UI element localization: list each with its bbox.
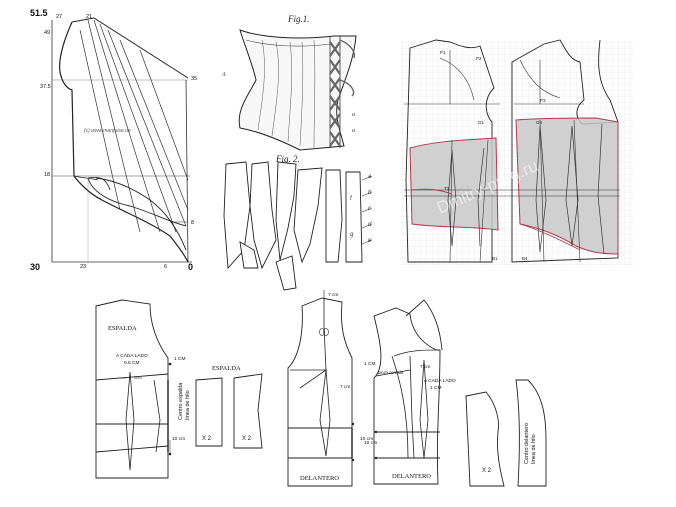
centro-delantero-1: Centro delantero (524, 423, 530, 464)
label-g1: G1 (478, 120, 485, 125)
espalda-10cm: 10 cm (172, 436, 185, 442)
delantero-10cm: 10 cm (360, 436, 373, 442)
label-g4: G4 (536, 120, 543, 125)
fig2-letter-d: d (368, 222, 372, 228)
label-35: 35 (191, 76, 197, 82)
panel-antique-figures: Fig.1. A a a Fig. 2. (221, 14, 373, 291)
side-piece-x2: X 2 (482, 468, 492, 474)
panel-delantero-right: 1 CM 7 cm pinza cerrada A CADA LADO 1 CM… (364, 299, 547, 487)
fig2-letter-b: b (368, 190, 372, 196)
label-0: 0 (188, 262, 193, 272)
label-30: 30 (30, 262, 40, 272)
delantero-label: DELANTERO (300, 475, 339, 482)
label-6: 6 (164, 264, 167, 270)
label-b1: B1 (492, 256, 498, 261)
espalda-1cm: 1 CM (174, 356, 185, 362)
fig2-caption: Fig. 2. (275, 154, 300, 164)
espalda-a-cada-lado: A CADA LADO (116, 353, 148, 359)
label-23: 23 (80, 264, 86, 270)
fig2-letter-a: a (368, 174, 372, 180)
delantero-r-7cm: 7 cm (420, 364, 430, 370)
fig1-caption: Fig.1. (287, 14, 310, 24)
delantero-7cm-top: 7 cm (328, 292, 338, 298)
label-37-5: 37.5 (40, 84, 51, 90)
label-p3: P3 (540, 98, 546, 103)
label-b4: B4 (522, 256, 528, 261)
label-t1: T1 (444, 186, 450, 191)
watermark-marquise: (c) www.marquise.de (84, 128, 131, 134)
label-8: 8 (191, 220, 194, 226)
fig2-letter-e: e (368, 238, 372, 244)
label-51-5: 51.5 (30, 8, 48, 18)
centro-delantero-2: línea de hilo (531, 434, 537, 464)
svg-text:a: a (352, 128, 355, 134)
delantero-7cm: 7 cm (340, 384, 350, 390)
fig2-letter-f: f (350, 196, 353, 202)
delantero-r-10cm: 10 cm (364, 440, 377, 446)
label-21: 21 (86, 14, 92, 20)
label-27: 27 (56, 14, 62, 20)
espalda-label: ESPALDA (108, 325, 137, 332)
espalda-05cm: 0.5 CM (124, 360, 139, 366)
fig2-letter-c: c (368, 206, 371, 212)
espalda-x2-a: X 2 (202, 436, 212, 442)
centro-espalda-1: Centro espalda (178, 382, 184, 420)
label-p2: P2 (476, 56, 482, 61)
delantero-r-label: DELANTERO (392, 473, 431, 480)
panel-delantero-center: 7 cm 7 cm 10 cm DELANTERO (287, 290, 373, 487)
panel-grid-bodice-draft: P1 P2 P3 G1 G4 T1 B1 B4 Dmitry-prog.ru (400, 39, 634, 266)
delantero-r-1cm: 1 CM (364, 361, 375, 367)
svg-text:a: a (352, 112, 355, 118)
label-49: 49 (44, 30, 50, 36)
panel-espalda: ESPALDA A CADA LADO 0.5 CM 1 CM 10 cm Ce… (95, 299, 263, 479)
fig2-letter-g: g (350, 232, 354, 238)
delantero-r-a-cada-lado: A CADA LADO (424, 378, 456, 384)
centro-espalda-2: línea de hilo (185, 390, 191, 420)
espalda-x2-b: X 2 (242, 436, 252, 442)
label-18: 18 (44, 172, 50, 178)
label-p1: P1 (440, 50, 446, 55)
delantero-r-1cm-b: 1 CM (430, 385, 441, 391)
panel-corset-draft: 51.5 27 21 49 37.5 18 35 8 30 23 6 0 (c)… (30, 8, 197, 272)
delantero-r-pinza: pinza cerrada (377, 370, 404, 375)
espalda-title: ESPALDA (212, 365, 241, 372)
svg-text:A: A (221, 72, 226, 78)
